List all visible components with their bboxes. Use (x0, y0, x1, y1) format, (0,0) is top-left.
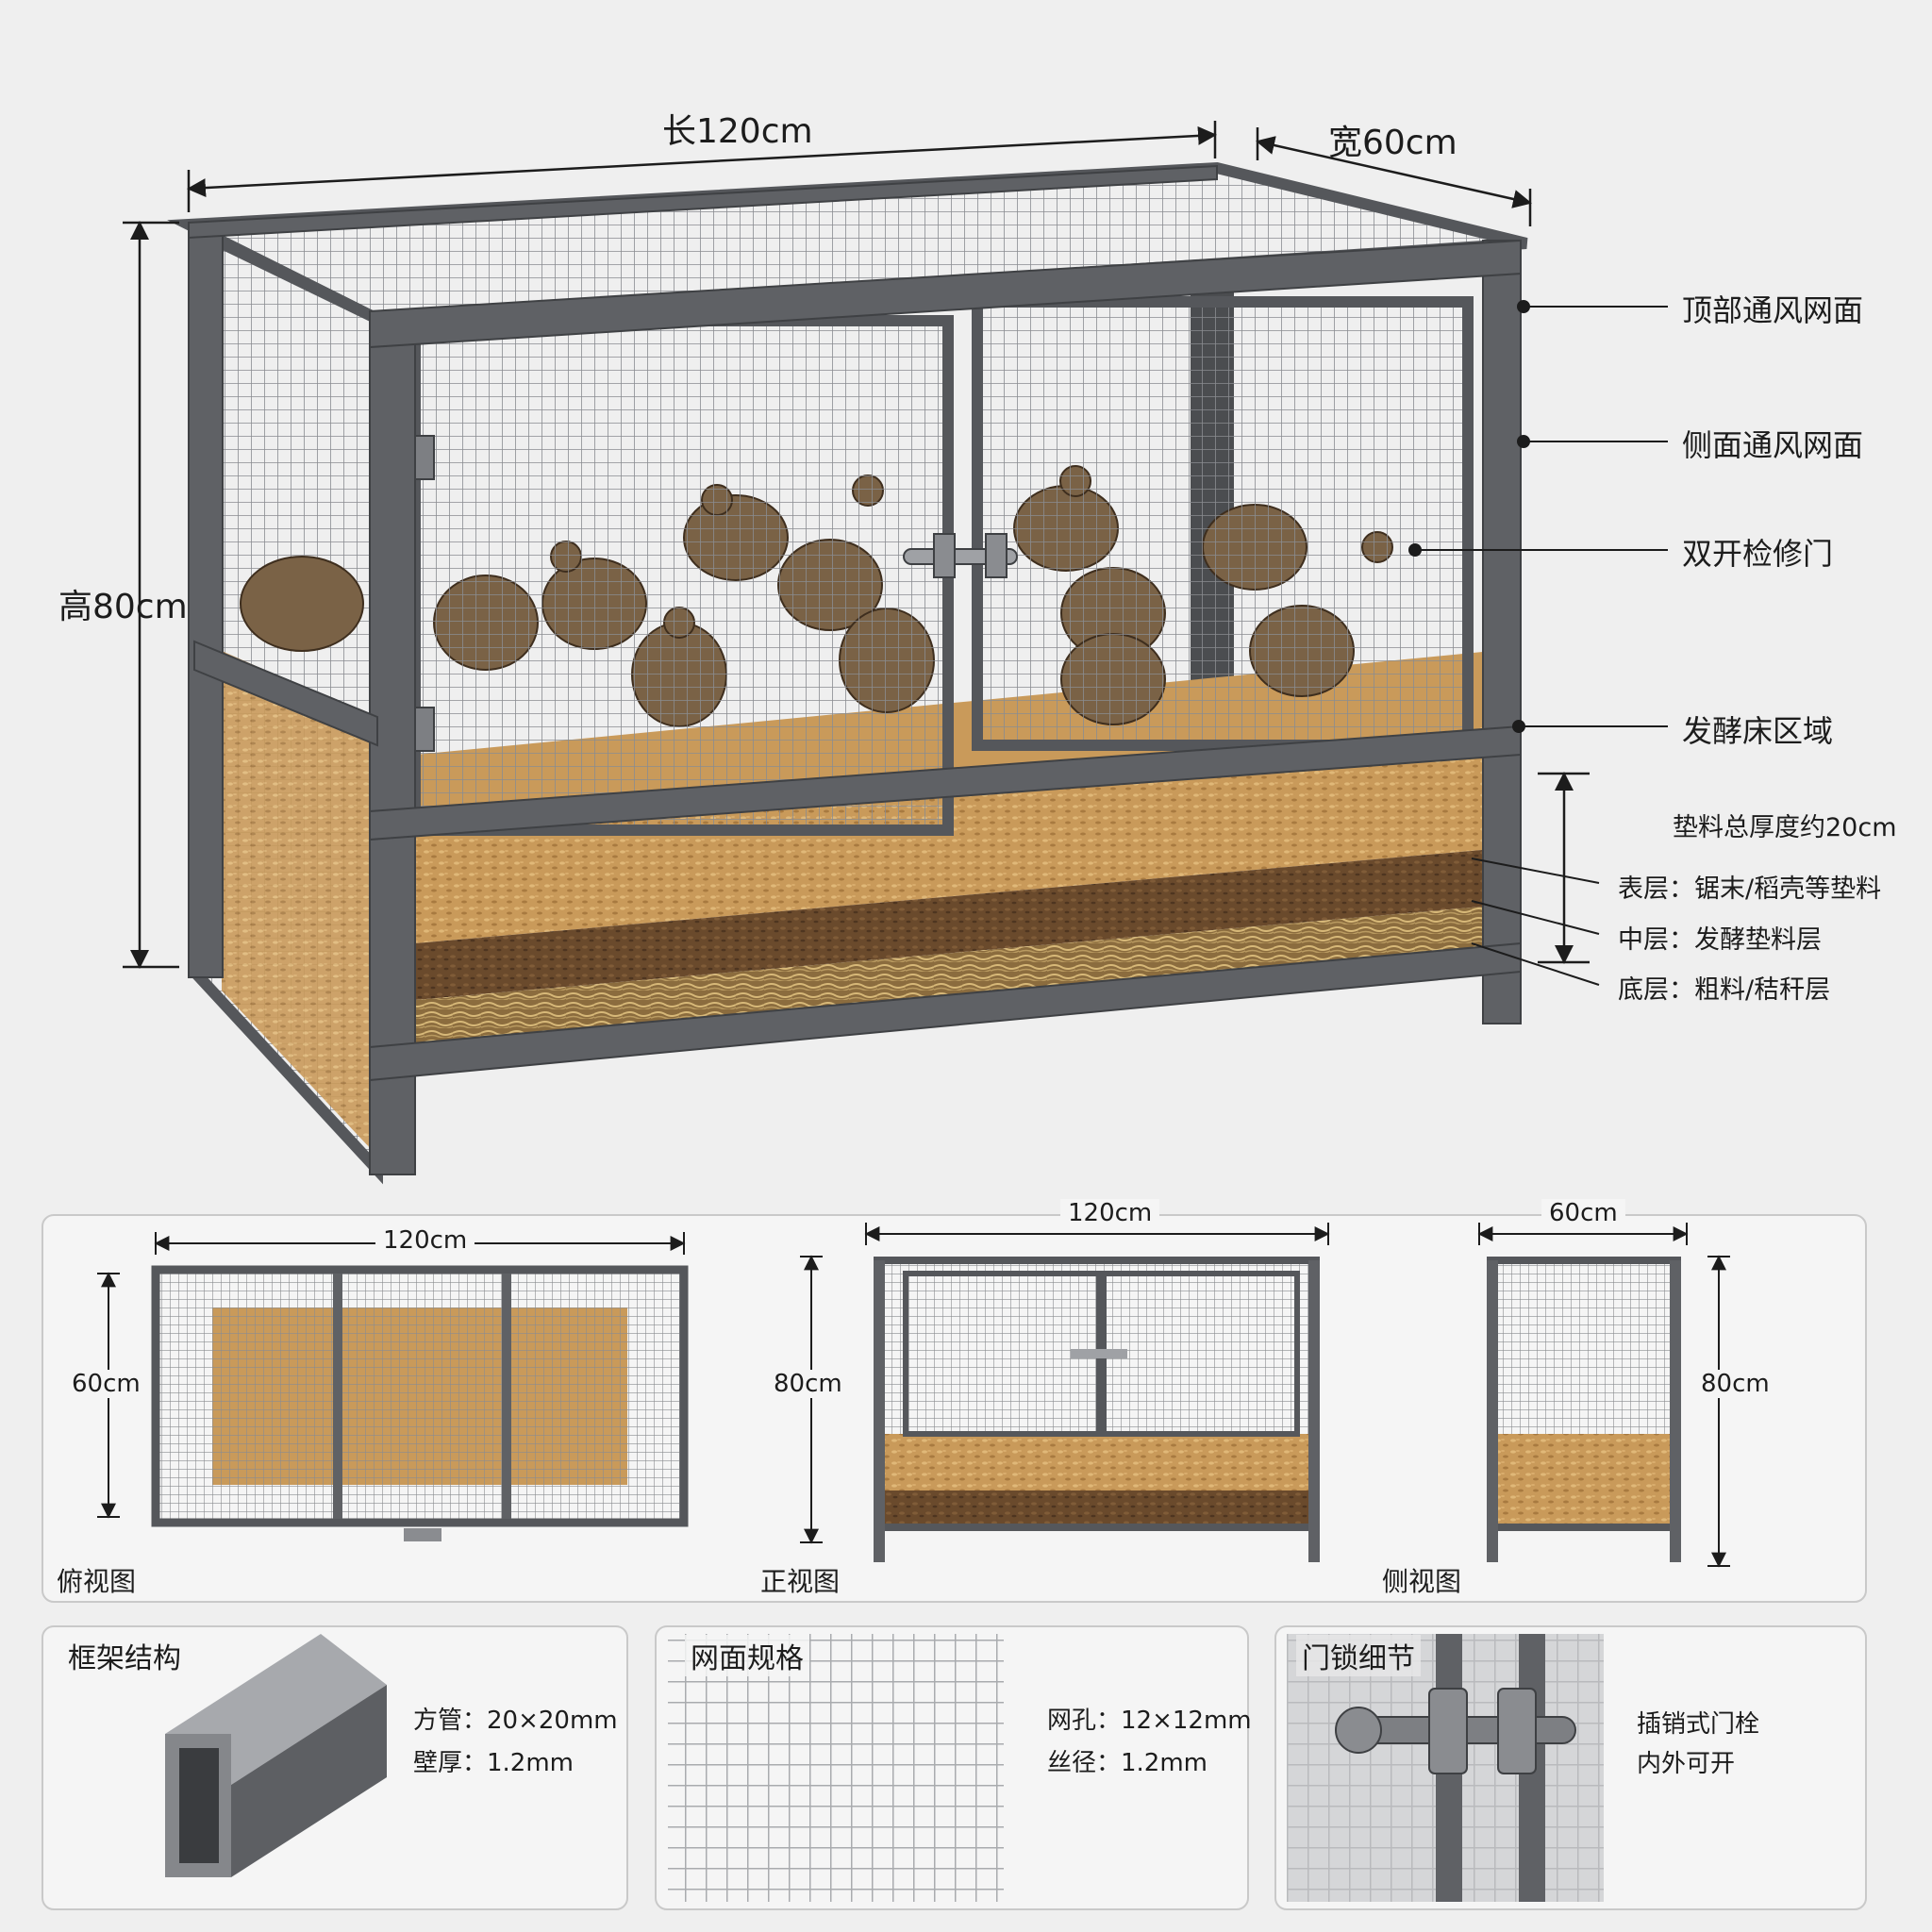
callout-fermentation-zone: 发酵床区域 (1682, 713, 1834, 749)
top-view-depth-label: 60cm (64, 1370, 148, 1398)
length-dimension-label: 长120cm (662, 112, 813, 151)
lock-detail-title: 门锁细节 (1296, 1635, 1421, 1676)
door-bolt (903, 533, 1018, 578)
side-view-drawing (1487, 1257, 1681, 1562)
front-view-height-label: 80cm (766, 1370, 850, 1398)
callout-double-door: 双开检修门 (1682, 536, 1834, 572)
lock-closeup-image (1287, 1634, 1604, 1902)
lock-operation: 内外可开 (1637, 1750, 1736, 1778)
front-view-width-label: 120cm (1060, 1199, 1160, 1227)
callout-side-mesh: 侧面通风网面 (1682, 427, 1864, 463)
bedding-middle-layer-label: 中层：发酵垫料层 (1618, 925, 1822, 955)
front-view-drawing (874, 1257, 1320, 1562)
height-dimension-label: 高80cm (58, 588, 188, 626)
mesh-hole-size: 网孔：12×12mm (1047, 1707, 1252, 1735)
mesh-closeup-image (668, 1634, 1004, 1902)
left-door (409, 315, 954, 836)
callout-leaders (1408, 300, 1668, 986)
top-view-width-label: 120cm (375, 1226, 475, 1255)
top-view-caption: 俯视图 (57, 1566, 137, 1597)
bedding-top-layer-label: 表层：锯末/稻壳等垫料 (1618, 874, 1882, 904)
mesh-wire-diameter: 丝径：1.2mm (1047, 1749, 1208, 1777)
square-tube-image (165, 1634, 387, 1877)
right-door (972, 296, 1474, 751)
side-view-caption: 侧视图 (1382, 1566, 1462, 1597)
width-dimension-label: 宽60cm (1328, 124, 1457, 162)
lock-type: 插销式门栓 (1637, 1710, 1760, 1739)
bedding-total-thickness: 垫料总厚度约20cm (1673, 813, 1897, 842)
front-view-caption: 正视图 (760, 1566, 841, 1597)
frame-tube-size: 方管：20×20mm (413, 1707, 618, 1735)
main-dimension-lines (123, 121, 1590, 969)
side-view-width-label: 60cm (1541, 1199, 1625, 1227)
main-cage-illustration (167, 161, 1528, 1185)
callout-top-mesh: 顶部通风网面 (1682, 292, 1864, 328)
frame-wall-thickness: 壁厚：1.2mm (413, 1749, 575, 1777)
bedding-bottom-layer-label: 底层：粗料/秸秆层 (1618, 975, 1831, 1005)
bed-middle-layer (415, 849, 1492, 1000)
side-view-height-label: 80cm (1693, 1370, 1777, 1398)
frame-detail-title: 框架结构 (68, 1642, 181, 1675)
top-view-drawing (151, 1265, 689, 1541)
mesh-detail-title: 网面规格 (685, 1635, 809, 1676)
